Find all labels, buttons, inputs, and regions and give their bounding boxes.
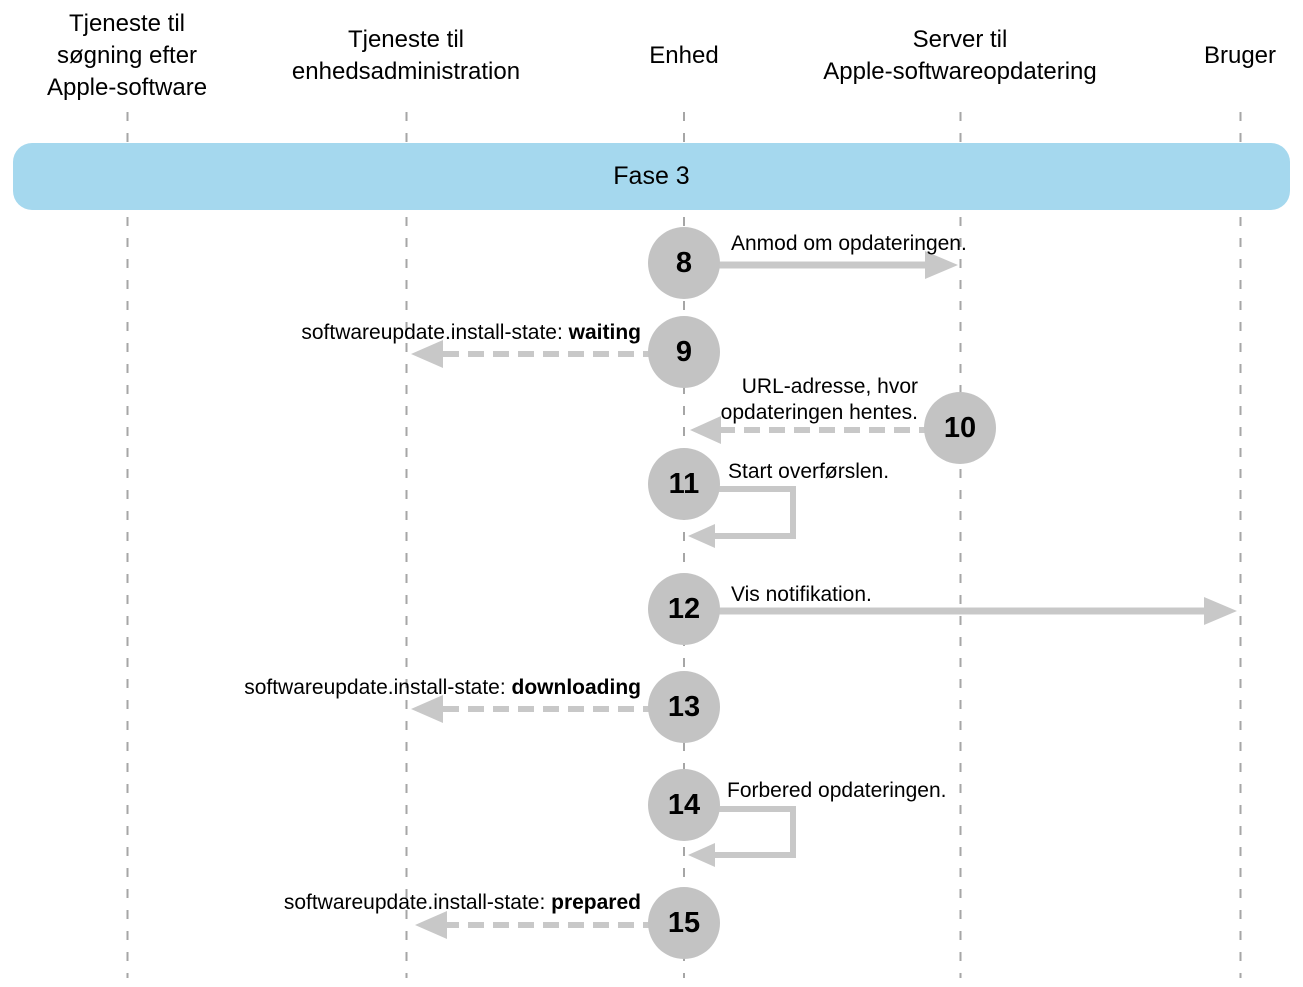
phase-banner: Fase 3 [13, 143, 1290, 210]
phase-banner-label: Fase 3 [613, 162, 690, 190]
step-circle-8: 8 [648, 227, 720, 299]
message-label-step-14: Forbered opdateringen. [727, 779, 947, 802]
message-label-step-15-state: prepared [551, 891, 641, 914]
step-circle-11: 11 [648, 448, 720, 520]
message-label-step-15-prefix: softwareupdate.install-state: [283, 891, 552, 914]
message-label-step-11: Start overførslen. [728, 460, 890, 483]
column-header-device-management: Tjeneste til enhedsadministration [291, 26, 521, 85]
message-label-step-13: softwareupdate.install-state: downloadin… [244, 675, 641, 701]
message-label-step-12: Vis notifikation. [731, 583, 872, 606]
message-label-step-9: softwareupdate.install-state: waiting [301, 320, 641, 346]
message-label-step-15: softwareupdate.install-state: prepared [284, 890, 641, 916]
column-header-user: Bruger [1203, 42, 1277, 69]
arrowhead-left-icon [688, 524, 715, 548]
arrowhead-left-icon [411, 695, 443, 723]
column-header-device: Enhed [649, 42, 719, 69]
message-label-step-10-line1: URL-adresse, hvor [741, 375, 918, 398]
step-circle-13: 13 [648, 671, 720, 743]
message-label-step-9-prefix: softwareupdate.install-state: [301, 321, 569, 344]
arrowhead-left-icon [688, 843, 715, 867]
column-header-software-update-server: Server til Apple-softwareopdatering [823, 26, 1097, 85]
arrowhead-right-icon [925, 251, 958, 279]
message-label-step-10-line2: opdateringen hentes. [720, 401, 918, 424]
message-label-step-10: URL-adresse, hvor opdateringen hentes. [721, 374, 918, 426]
step-circle-12: 12 [648, 573, 720, 645]
arrowhead-right-icon [1204, 597, 1237, 625]
message-label-step-13-state: downloading [511, 676, 641, 699]
arrow-step-11-self-loop [684, 486, 796, 539]
message-label-step-13-prefix: softwareupdate.install-state: [244, 676, 512, 699]
arrow-step-14-self-loop [684, 806, 796, 858]
step-circle-9: 9 [648, 316, 720, 388]
step-circle-15: 15 [648, 887, 720, 959]
message-label-step-8: Anmod om opdateringen. [731, 232, 967, 255]
arrowhead-left-icon [690, 416, 721, 444]
step-circle-14: 14 [648, 769, 720, 841]
message-label-step-9-state: waiting [568, 321, 641, 344]
step-circle-10: 10 [924, 392, 996, 464]
column-header-apple-software-lookup: Tjeneste til søgning efter Apple-softwar… [46, 10, 208, 101]
arrowhead-left-icon [411, 340, 443, 368]
arrowhead-left-icon [415, 911, 447, 939]
